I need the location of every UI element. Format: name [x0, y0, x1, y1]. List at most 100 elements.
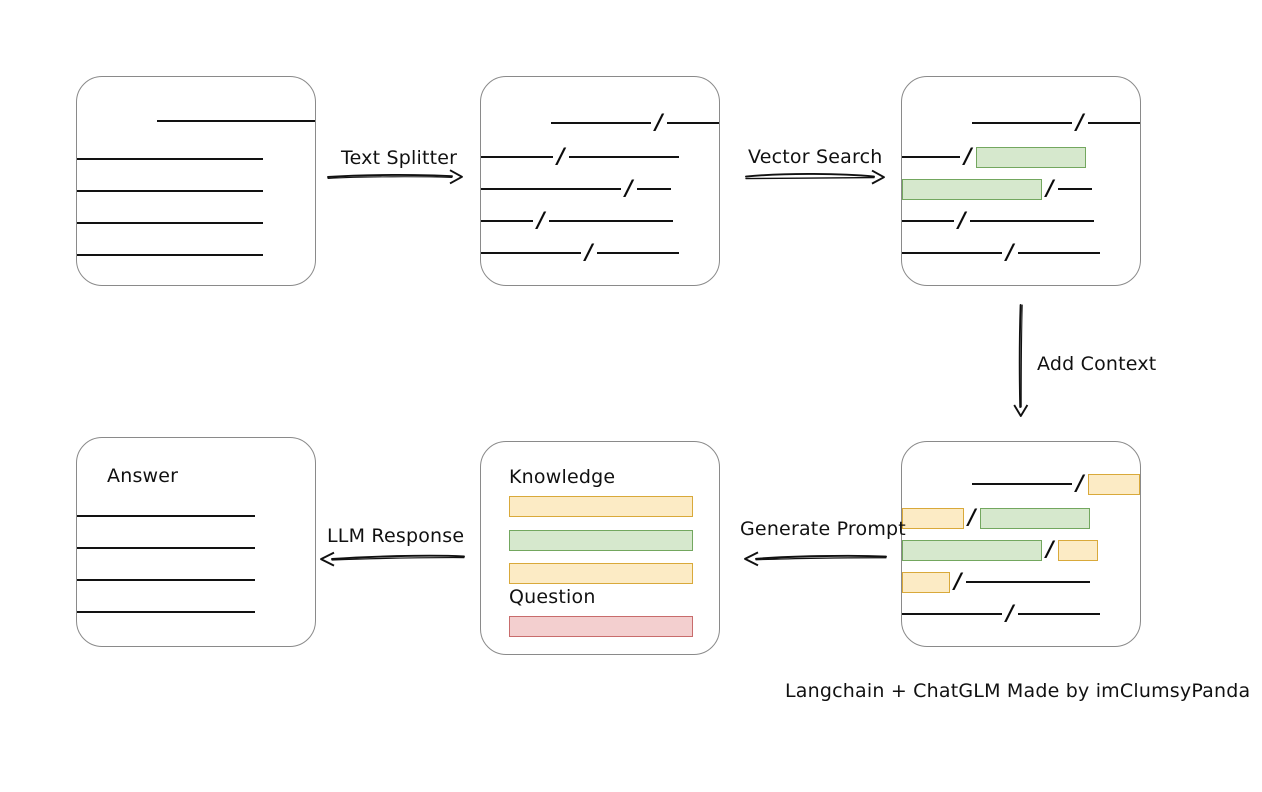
highlight-segment-yellow [1088, 473, 1140, 495]
prompt-bar-green [509, 530, 693, 551]
arrow-vector-search-label: Vector Search [748, 146, 883, 168]
text-line-segment [972, 483, 1072, 485]
segment-separator: / [968, 504, 976, 529]
text-line-segment [551, 122, 651, 124]
matched-chunks-rows: / / / / / [902, 77, 1140, 285]
text-line-segment [77, 190, 263, 192]
segment-separator: / [958, 207, 966, 232]
segment-separator: / [655, 109, 663, 134]
text-line-segment [77, 515, 255, 517]
text-line-segment [902, 220, 954, 222]
card-answer: Answer [76, 437, 316, 647]
document-line [77, 179, 315, 203]
highlight-segment-green [902, 539, 1042, 561]
text-line-segment [77, 611, 255, 613]
document-line: / [481, 209, 719, 233]
document-line: / [902, 145, 1140, 169]
text-line-segment [1058, 188, 1092, 190]
highlight-segment-yellow [902, 571, 950, 593]
segment-separator: / [1076, 109, 1084, 134]
arrow-generate-prompt-label: Generate Prompt [740, 518, 906, 540]
source-document-rows [77, 77, 315, 285]
document-line [77, 243, 315, 267]
text-line-segment [1018, 252, 1100, 254]
question-label: Question [509, 586, 596, 608]
text-line-segment [1088, 122, 1140, 124]
prompt-bar-yellow [509, 496, 693, 517]
text-line-segment [569, 156, 679, 158]
text-line-segment [966, 581, 1090, 583]
document-line [77, 211, 315, 235]
document-line [77, 568, 315, 592]
document-line: / [902, 111, 1140, 135]
prompt-bar-red [509, 616, 693, 637]
text-line-segment [549, 220, 673, 222]
arrow-add-context-label: Add Context [1037, 353, 1157, 375]
text-line-segment [481, 188, 621, 190]
text-line-segment [972, 122, 1072, 124]
text-line-segment [902, 156, 960, 158]
text-line-segment [1018, 613, 1100, 615]
text-line-segment [77, 547, 255, 549]
document-line: / [481, 177, 719, 201]
text-line-segment [667, 122, 719, 124]
text-line-segment [77, 254, 263, 256]
arrow-generate-prompt [740, 548, 888, 570]
answer-rows [77, 438, 315, 646]
highlight-segment-green [976, 146, 1086, 168]
document-line: / [902, 241, 1140, 265]
answer-label: Answer [107, 465, 179, 487]
split-chunks-rows: / / / / / [481, 77, 719, 285]
segment-separator: / [954, 568, 962, 593]
arrow-llm-response-label: LLM Response [327, 525, 465, 547]
highlight-segment-green [902, 178, 1042, 200]
arrow-text-splitter [326, 166, 466, 188]
document-line: / [481, 111, 719, 135]
text-line-segment [970, 220, 1094, 222]
diagram-caption: Langchain + ChatGLM Made by imClumsyPand… [785, 680, 1251, 702]
card-context-chunks: / / / / / [901, 441, 1141, 647]
document-line: / [902, 538, 1140, 562]
text-line-segment [77, 222, 263, 224]
card-split-chunks: / / / / / [480, 76, 720, 286]
segment-separator: / [1076, 470, 1084, 495]
arrow-add-context [1010, 303, 1032, 419]
text-line-segment [597, 252, 679, 254]
segment-separator: / [1046, 536, 1054, 561]
text-line-segment [481, 156, 553, 158]
arrow-llm-response [318, 548, 466, 570]
card-matched-chunks: / / / / / [901, 76, 1141, 286]
highlight-segment-yellow [902, 507, 964, 529]
segment-separator: / [625, 175, 633, 200]
text-line-segment [77, 158, 263, 160]
document-line: / [481, 145, 719, 169]
arrow-vector-search [744, 166, 888, 188]
document-line [77, 600, 315, 624]
highlight-segment-yellow [1058, 539, 1098, 561]
document-line [77, 504, 315, 528]
document-line: / [902, 602, 1140, 626]
text-line-segment [157, 120, 315, 122]
text-line-segment [902, 252, 1002, 254]
segment-separator: / [1046, 175, 1054, 200]
document-line: / [902, 209, 1140, 233]
prompt-bar-yellow [509, 563, 693, 584]
card-source-document [76, 76, 316, 286]
document-line [77, 147, 315, 171]
text-line-segment [637, 188, 671, 190]
document-line [77, 109, 315, 133]
document-line: / [481, 241, 719, 265]
segment-separator: / [1006, 600, 1014, 625]
document-line: / [902, 472, 1140, 496]
card-prompt: Knowledge Question [480, 441, 720, 655]
document-line: / [902, 506, 1140, 530]
text-line-segment [481, 252, 581, 254]
segment-separator: / [1006, 239, 1014, 264]
segment-separator: / [557, 143, 565, 168]
segment-separator: / [537, 207, 545, 232]
text-line-segment [902, 613, 1002, 615]
highlight-segment-green [980, 507, 1090, 529]
segment-separator: / [585, 239, 593, 264]
document-line: / [902, 570, 1140, 594]
arrow-text-splitter-label: Text Splitter [341, 147, 458, 169]
